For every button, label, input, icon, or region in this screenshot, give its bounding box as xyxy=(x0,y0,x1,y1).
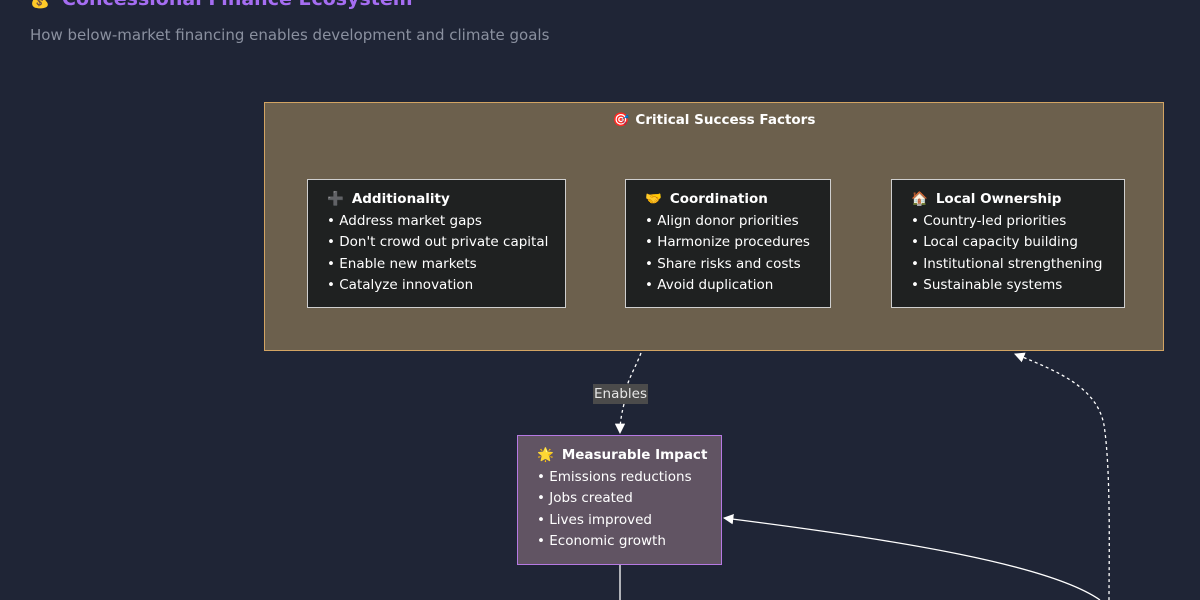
list-item: • Align donor priorities xyxy=(645,212,799,229)
list-item: • Catalyze innovation xyxy=(327,277,474,293)
card-coordination[interactable]: 🤝 Coordination • Align donor priorities •… xyxy=(625,179,831,308)
list-item: • Share risks and costs xyxy=(645,255,801,272)
edge-dashed-return xyxy=(1014,352,1110,600)
edge-enables xyxy=(620,352,642,433)
list-item: • Enable new markets xyxy=(327,255,477,272)
star-icon: 🌟 xyxy=(537,447,554,463)
card-heading: ➕ Additionality xyxy=(327,189,565,211)
house-icon: 🏠 xyxy=(911,191,928,207)
list-item: • Local capacity building xyxy=(911,234,1078,250)
list-item: • Address market gaps xyxy=(327,212,482,229)
edge-label-enables: Enables xyxy=(593,384,649,404)
plus-icon: ➕ xyxy=(327,191,344,207)
diagram-title: 💰 Concessional Finance Ecosystem xyxy=(30,0,413,10)
card-heading: 🏠 Local Ownership xyxy=(911,189,1124,211)
card-list: • Country-led priorities • Local capacit… xyxy=(911,211,1124,297)
impact-title: Measurable Impact xyxy=(561,447,708,463)
card-title: Local Ownership xyxy=(935,191,1062,207)
list-item: • Jobs created xyxy=(537,490,633,506)
handshake-icon: 🤝 xyxy=(645,191,662,207)
card-additionality[interactable]: ➕ Additionality • Address market gaps • D… xyxy=(307,179,566,308)
card-list: • Address market gaps • Don't crowd out … xyxy=(327,211,565,297)
group-title-text: Critical Success Factors xyxy=(635,112,816,128)
group-title: 🎯 Critical Success Factors xyxy=(265,112,1163,128)
card-title: Coordination xyxy=(669,191,768,207)
card-local-ownership[interactable]: 🏠 Local Ownership • Country-led prioritie… xyxy=(891,179,1125,308)
diagram-title-text: Concessional Finance Ecosystem xyxy=(62,0,413,10)
critical-success-factors-group: 🎯 Critical Success Factors ➕ Additionality… xyxy=(264,102,1164,351)
list-item: • Country-led priorities xyxy=(911,212,1067,229)
edge-solid-to-impact xyxy=(722,514,1101,600)
money-bag-icon: 💰 xyxy=(30,0,52,9)
list-item: • Economic growth xyxy=(537,533,666,549)
list-item: • Institutional strengthening xyxy=(911,255,1103,272)
card-title: Additionality xyxy=(351,191,450,207)
list-item: • Lives improved xyxy=(537,511,652,528)
list-item: • Sustainable systems xyxy=(911,277,1063,293)
impact-heading: 🌟 Measurable Impact xyxy=(537,445,721,467)
diagram-subtitle: How below-market financing enables devel… xyxy=(30,26,550,44)
measurable-impact-node[interactable]: 🌟 Measurable Impact • Emissions reduction… xyxy=(517,435,722,565)
impact-list: • Emissions reductions • Jobs created • … xyxy=(537,467,721,553)
target-icon: 🎯 xyxy=(612,112,630,128)
list-item: • Harmonize procedures xyxy=(645,234,810,250)
list-item: • Emissions reductions xyxy=(537,468,692,485)
list-item: • Don't crowd out private capital xyxy=(327,234,549,250)
card-heading: 🤝 Coordination xyxy=(645,189,830,211)
card-list: • Align donor priorities • Harmonize pro… xyxy=(645,211,830,297)
list-item: • Avoid duplication xyxy=(645,277,774,293)
